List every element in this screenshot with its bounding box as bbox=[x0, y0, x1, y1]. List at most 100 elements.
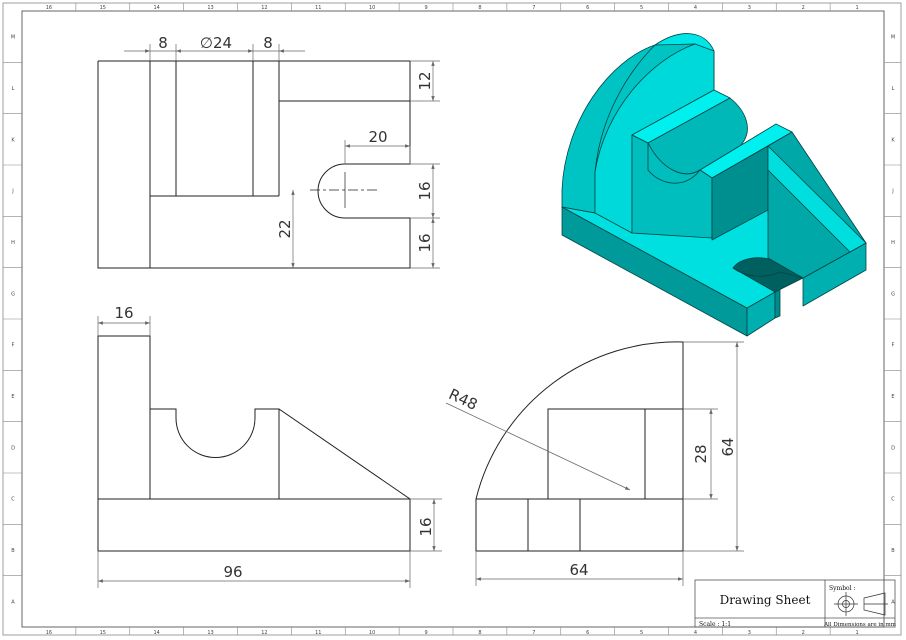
top-view-dimensions bbox=[124, 44, 440, 269]
projection-symbol-icon bbox=[834, 592, 888, 616]
zone-letters-left: M L K J H G F E D C B A bbox=[11, 35, 16, 606]
zone-letter: H bbox=[11, 240, 15, 246]
title-block-symbol-label: Symbol : bbox=[829, 585, 856, 592]
dim-label: 64 bbox=[719, 437, 737, 456]
zone-letter: L bbox=[892, 86, 895, 92]
zone-number: 7 bbox=[532, 630, 535, 636]
dim-label: 16 bbox=[416, 233, 434, 252]
zone-letter: E bbox=[11, 394, 14, 400]
front-view-dimension-labels: 16 16 96 bbox=[114, 304, 435, 581]
zone-letter: G bbox=[891, 291, 895, 297]
dim-label: 20 bbox=[368, 128, 387, 146]
zone-numbers-bottom: 16 15 14 13 12 11 10 9 8 7 6 5 4 3 2 1 bbox=[46, 630, 859, 636]
zone-number: 3 bbox=[748, 5, 751, 11]
zone-number: 13 bbox=[207, 5, 213, 11]
dim-label: 16 bbox=[416, 181, 434, 200]
zone-number: 15 bbox=[100, 5, 106, 11]
zone-letter: K bbox=[11, 137, 15, 143]
side-view-dimensions bbox=[445, 341, 744, 586]
dim-label: 8 bbox=[158, 34, 168, 52]
zone-number: 6 bbox=[586, 630, 589, 636]
side-view bbox=[475, 341, 684, 552]
zone-letter: H bbox=[891, 240, 895, 246]
front-view-dimensions bbox=[97, 316, 442, 588]
dim-label: 64 bbox=[569, 561, 588, 579]
side-view-block bbox=[547, 408, 684, 500]
dim-label: 16 bbox=[114, 304, 133, 322]
zone-number: 14 bbox=[154, 5, 160, 11]
zone-number: 10 bbox=[369, 630, 375, 636]
zone-number: 8 bbox=[478, 630, 481, 636]
zone-number: 5 bbox=[640, 5, 643, 11]
zone-number: 1 bbox=[855, 630, 858, 636]
zone-letter: J bbox=[891, 189, 893, 195]
zone-number: 10 bbox=[369, 5, 375, 11]
zone-letter: M bbox=[891, 35, 895, 41]
front-view bbox=[97, 335, 411, 552]
zone-number: 14 bbox=[154, 630, 160, 636]
zone-letter: L bbox=[12, 86, 15, 92]
zone-letter: D bbox=[891, 445, 895, 451]
zone-number: 16 bbox=[46, 5, 52, 11]
zone-number: 15 bbox=[100, 630, 106, 636]
zone-number: 9 bbox=[424, 5, 427, 11]
side-view-dimension-labels: R48 28 64 64 bbox=[446, 385, 737, 579]
zone-letter: A bbox=[891, 599, 895, 605]
zone-number: 4 bbox=[694, 5, 697, 11]
zone-letter: B bbox=[891, 548, 895, 554]
top-view-centerlines bbox=[310, 172, 380, 208]
zone-number: 11 bbox=[315, 5, 321, 11]
zone-letter: F bbox=[12, 343, 15, 349]
title-block-units-note: All Dimensions are in mm bbox=[823, 622, 897, 628]
zone-number: 11 bbox=[315, 630, 321, 636]
top-view-dimension-labels: 8 ∅24 8 12 20 16 16 22 bbox=[158, 34, 434, 253]
zone-letter: C bbox=[891, 497, 895, 503]
zone-number: 16 bbox=[46, 630, 52, 636]
dim-label: 22 bbox=[276, 219, 294, 238]
zone-letter: B bbox=[11, 548, 15, 554]
zone-letter: K bbox=[891, 137, 895, 143]
dim-label: ∅24 bbox=[200, 34, 232, 52]
upright-front-flat bbox=[594, 43, 715, 234]
zone-numbers-top: 16 15 14 13 12 11 10 9 8 7 6 5 4 3 2 1 bbox=[46, 5, 859, 11]
zone-number: 5 bbox=[640, 630, 643, 636]
zone-letter: A bbox=[11, 599, 15, 605]
side-view-outline bbox=[475, 341, 684, 552]
title-block bbox=[694, 579, 896, 628]
zone-number: 8 bbox=[478, 5, 481, 11]
zone-letter: F bbox=[892, 343, 895, 349]
zone-letters-right: M L K J H G F E D C B A bbox=[891, 35, 896, 606]
dim-label: 8 bbox=[263, 34, 273, 52]
top-view bbox=[97, 60, 411, 269]
zone-number: 4 bbox=[694, 630, 697, 636]
rib-slope bbox=[767, 145, 867, 253]
zone-number: 12 bbox=[261, 5, 267, 11]
zone-letter: D bbox=[11, 445, 15, 451]
zone-letter: G bbox=[11, 291, 15, 297]
zone-number: 13 bbox=[207, 630, 213, 636]
zone-number: 7 bbox=[532, 5, 535, 11]
isometric-model bbox=[561, 33, 867, 337]
dim-label: R48 bbox=[446, 385, 480, 414]
zone-number: 3 bbox=[748, 630, 751, 636]
zone-number: 12 bbox=[261, 630, 267, 636]
dim-label: 16 bbox=[417, 517, 435, 536]
zone-letter: E bbox=[891, 394, 894, 400]
zone-ticks bbox=[3, 3, 901, 635]
dim-label: 12 bbox=[416, 71, 434, 90]
zone-number: 1 bbox=[855, 5, 858, 11]
zone-letter: C bbox=[11, 497, 15, 503]
zone-number: 6 bbox=[586, 5, 589, 11]
zone-letter: M bbox=[11, 35, 15, 41]
zone-number: 2 bbox=[802, 630, 805, 636]
title-block-title: Drawing Sheet bbox=[720, 593, 811, 607]
dim-label: 96 bbox=[223, 563, 242, 581]
slot-end-face bbox=[774, 288, 781, 319]
zone-number: 9 bbox=[424, 630, 427, 636]
dim-label: 28 bbox=[692, 444, 710, 463]
zone-letter: J bbox=[11, 189, 13, 195]
zone-number: 2 bbox=[802, 5, 805, 11]
title-block-scale: Scale : 1:1 bbox=[699, 621, 731, 628]
front-view-outline bbox=[97, 335, 411, 552]
